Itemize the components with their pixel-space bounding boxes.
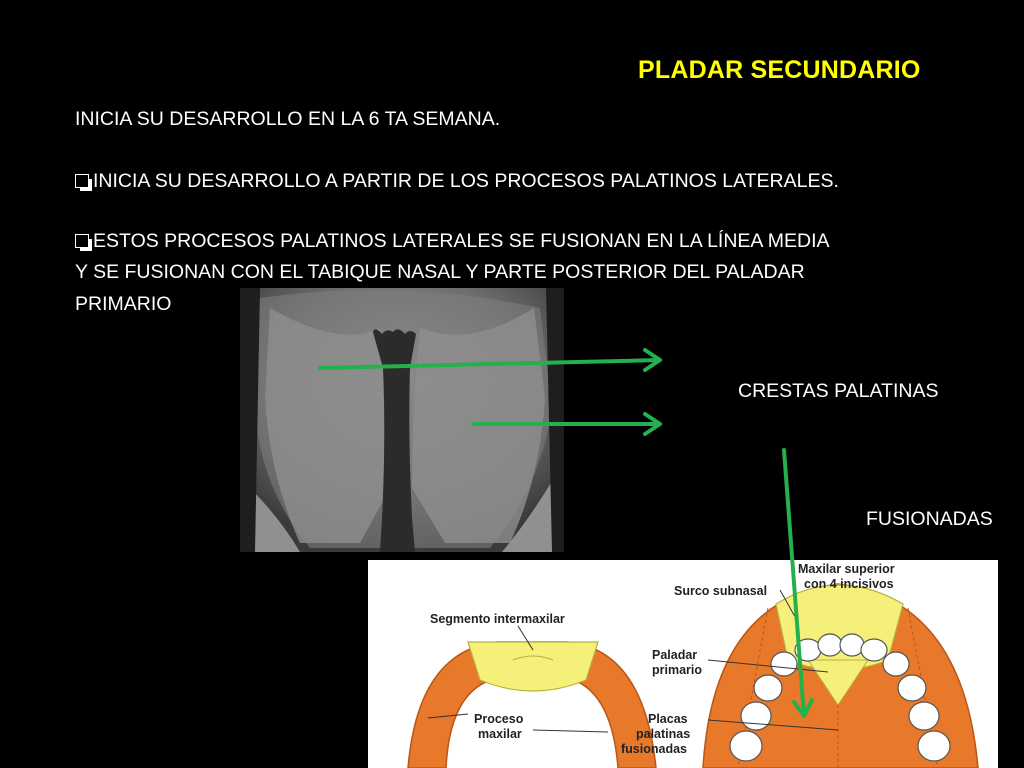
sem-micrograph-image	[240, 288, 564, 552]
label-fusionadas: FUSIONADAS	[866, 508, 993, 530]
label-placas-line-2: palatinas	[636, 727, 691, 741]
palate-diagram-drawing	[407, 583, 979, 768]
label-maxilar-line-1: Maxilar superior	[798, 562, 895, 576]
label-surco-subnasal: Surco subnasal	[674, 584, 768, 598]
label-proceso-line-1: Proceso	[474, 712, 524, 726]
label-paladar-line-2: primario	[652, 663, 703, 677]
checkbox-bullet-icon	[75, 174, 92, 191]
slide-title: PLADAR SECUNDARIO	[638, 56, 921, 84]
bullet-2: ESTOS PROCESOS PALATINOS LATERALES SE FU…	[75, 230, 830, 253]
label-proceso-line-2: maxilar	[478, 727, 522, 741]
sem-micrograph-drawing	[240, 288, 564, 552]
label-paladar-line-1: Paladar	[652, 648, 698, 662]
label-segmento-intermaxilar: Segmento intermaxilar	[430, 612, 565, 626]
label-maxilar-line-2: con 4 incisivos	[804, 577, 894, 591]
bullet-2-text-line-3: PRIMARIO	[75, 293, 172, 315]
intro-text: INICIA SU DESARROLLO EN LA 6 TA SEMANA.	[75, 108, 501, 130]
label-placas-line-3: fusionadas	[621, 742, 687, 756]
arrow-head-2	[643, 412, 662, 436]
bullet-2-text-line-1: ESTOS PROCESOS PALATINOS LATERALES SE FU…	[93, 230, 830, 252]
arrow-head-1	[643, 348, 662, 372]
checkbox-bullet-icon	[75, 234, 92, 251]
bullet-2-text-line-2: Y SE FUSIONAN CON EL TABIQUE NASAL Y PAR…	[75, 261, 805, 283]
label-crestas-palatinas: CRESTAS PALATINAS	[738, 380, 939, 402]
palate-diagram: Segmento intermaxilar Proceso maxilar Su…	[368, 560, 998, 768]
bullet-1-text: INICIA SU DESARROLLO A PARTIR DE LOS PRO…	[93, 170, 839, 192]
label-placas-line-1: Placas	[648, 712, 688, 726]
bullet-1: INICIA SU DESARROLLO A PARTIR DE LOS PRO…	[75, 170, 839, 193]
